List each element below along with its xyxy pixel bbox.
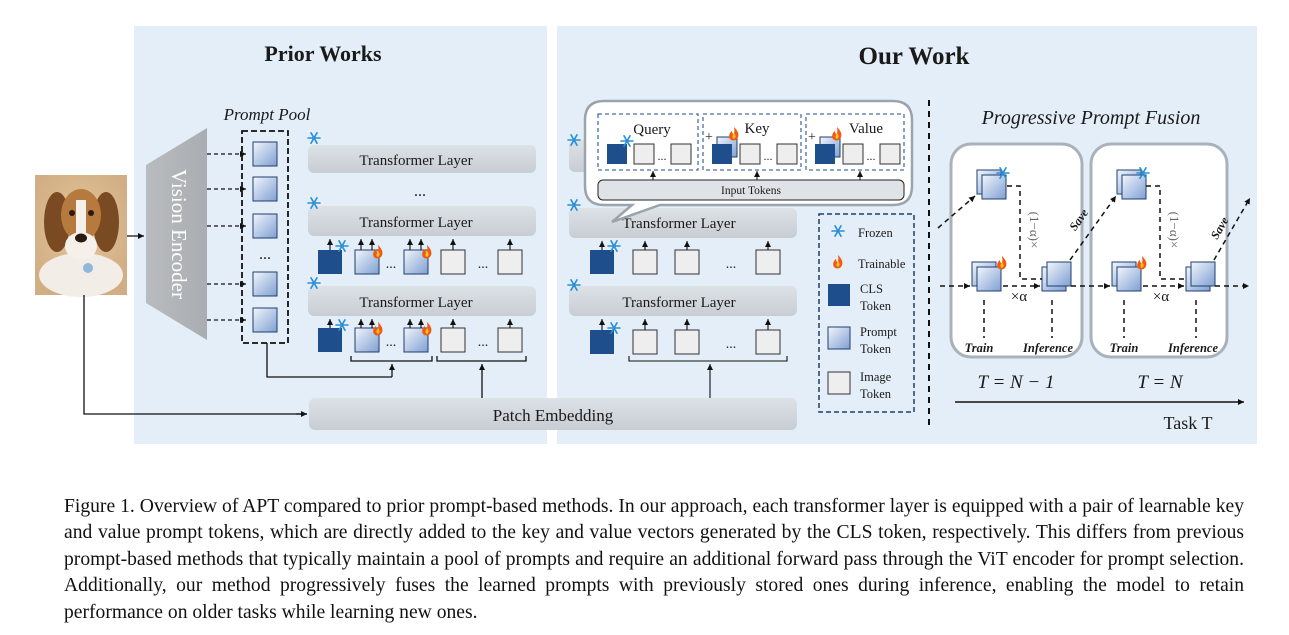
legend-prompt-line2: Token <box>860 342 892 356</box>
input-dog-image <box>35 175 127 297</box>
ours-layer-bottom-label: Transformer Layer <box>622 295 735 311</box>
prior-lower-ellipsis-1: ... <box>386 335 397 350</box>
key-ellipsis: ... <box>764 149 773 163</box>
legend-cls-line2: Token <box>860 299 892 313</box>
prior-layers-ellipsis: ... <box>414 183 426 200</box>
key-plus-sign: + <box>705 130 713 145</box>
fusion-train-2: Train <box>1110 341 1139 355</box>
prompt-pool-label: Prompt Pool <box>223 105 311 124</box>
query-label: Query <box>633 122 671 138</box>
legend-image-swatch <box>827 371 851 395</box>
prior-transformer-layers <box>308 145 536 316</box>
fusion-one-minus-alpha-2: (1−α)× <box>1167 212 1182 249</box>
legend-image-line1: Image <box>860 370 892 384</box>
fusion-tokens <box>971 169 1216 292</box>
prior-upper-ellipsis-1: ... <box>386 257 397 272</box>
fusion-arrows <box>937 185 1251 338</box>
ours-token-row-upper <box>590 249 781 275</box>
qkv-tokens <box>607 136 901 165</box>
apt-overview-figure: Prior Works Our Work Vision Encoder Prom… <box>35 26 1257 444</box>
prior-works-title: Prior Works <box>264 41 382 66</box>
patch-embedding-label: Patch Embedding <box>493 406 614 425</box>
prior-layer-mid-label: Transformer Layer <box>359 215 472 231</box>
key-label: Key <box>745 121 770 137</box>
ours-upper-ellipsis: ... <box>726 257 737 272</box>
qkv-dashed-boxes <box>597 113 905 171</box>
fusion-inference-1: Inference <box>1022 341 1073 355</box>
task-label-n-minus-1: T = N − 1 <box>977 372 1054 393</box>
prompt-pool-ellipsis: ... <box>259 246 271 263</box>
fusion-stage-1-box <box>949 142 1084 359</box>
value-label: Value <box>849 121 883 137</box>
patch-embedding-block <box>309 398 797 430</box>
legend-box <box>818 213 915 413</box>
input-tokens-label: Input Tokens <box>721 185 782 197</box>
legend-trainable: Trainable <box>858 257 906 271</box>
fusion-one-minus-alpha-1: (1−α)× <box>1027 212 1042 249</box>
prior-token-row-lower <box>318 327 523 353</box>
legend-frozen: Frozen <box>858 226 893 240</box>
legend-cls-swatch <box>828 284 850 306</box>
legend-prompt-swatch <box>827 326 851 350</box>
prompt-pool-tokens <box>252 141 278 333</box>
prior-layer-top-label: Transformer Layer <box>359 153 472 169</box>
fusion-stage-2-box <box>1089 142 1229 359</box>
figure-caption: Figure 1. Overview of APT compared to pr… <box>64 495 1244 623</box>
prior-lower-ellipsis-2: ... <box>478 335 489 350</box>
query-ellipsis: ... <box>658 149 667 163</box>
input-tokens-bar <box>597 179 905 201</box>
fusion-train-1: Train <box>965 341 994 355</box>
prior-layer-bottom-label: Transformer Layer <box>359 295 472 311</box>
legend-image-line2: Token <box>860 387 892 401</box>
ours-token-arrows <box>599 241 788 398</box>
prompt-pool-box <box>241 130 289 344</box>
fusion-alpha-1: ×α <box>1011 289 1027 305</box>
prior-token-arrows <box>327 239 513 328</box>
fusion-title: Progressive Prompt Fusion <box>981 107 1201 129</box>
prior-routing-lines <box>83 295 527 415</box>
value-plus-sign: + <box>808 130 816 145</box>
fusion-alpha-2: ×α <box>1153 289 1169 305</box>
prior-upper-ellipsis-2: ... <box>478 257 489 272</box>
qkv-input-arrows <box>650 171 863 180</box>
ours-layer-mid-label: Transformer Layer <box>622 216 735 232</box>
legend-prompt-line1: Prompt <box>860 325 897 339</box>
task-label-n: T = N <box>1137 372 1184 393</box>
value-ellipsis: ... <box>867 149 876 163</box>
task-axis-label: Task T <box>1164 413 1213 433</box>
vision-encoder-block <box>146 128 207 340</box>
legend-cls-line1: CLS <box>860 282 883 296</box>
fusion-inference-2: Inference <box>1167 341 1218 355</box>
vision-encoder-label: Vision Encoder <box>167 169 191 299</box>
ours-lower-ellipsis: ... <box>726 337 737 352</box>
our-work-title: Our Work <box>859 43 970 70</box>
